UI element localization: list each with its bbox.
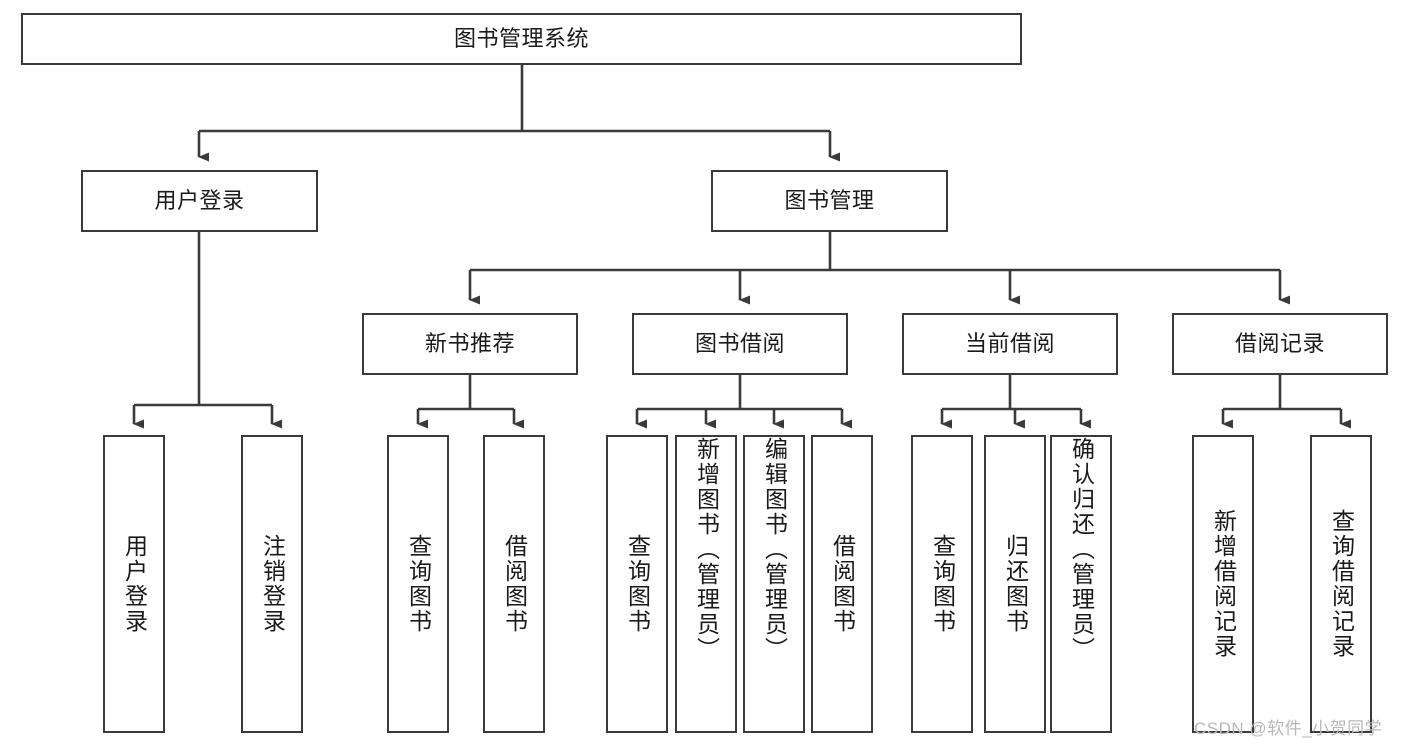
node-new-book-recommend[interactable]: 新书推荐 <box>362 313 578 375</box>
node-current-borrow[interactable]: 当前借阅 <box>902 313 1118 375</box>
node-label: 新书推荐 <box>424 331 515 357</box>
node-label: 归还图书 <box>1002 534 1029 634</box>
node-leaf-query-book-2[interactable]: 查询图书 <box>606 435 668 733</box>
node-label: 编辑图书（管理员） <box>761 437 788 662</box>
node-label: 用户登录 <box>121 534 148 634</box>
node-leaf-logout-login[interactable]: 注销登录 <box>241 435 303 733</box>
node-root-system[interactable]: 图书管理系统 <box>21 13 1022 65</box>
node-leaf-add-borrow-record[interactable]: 新增借阅记录 <box>1192 435 1254 733</box>
node-leaf-edit-book-admin[interactable]: 编辑图书（管理员） <box>743 435 805 733</box>
csdn-watermark: CSDN @软件_小贺同学 <box>1194 719 1383 738</box>
node-label: 图书管理 <box>784 188 875 214</box>
node-leaf-query-borrow-record[interactable]: 查询借阅记录 <box>1310 435 1372 733</box>
node-label: 查询图书 <box>405 534 432 634</box>
node-label: 图书管理系统 <box>453 26 589 52</box>
node-leaf-user-login[interactable]: 用户登录 <box>103 435 165 733</box>
node-label: 确认归还（管理员） <box>1068 437 1095 662</box>
node-leaf-query-book-1[interactable]: 查询图书 <box>387 435 449 733</box>
node-leaf-borrow-book-2[interactable]: 借阅图书 <box>811 435 873 733</box>
node-label: 新增图书（管理员） <box>693 437 720 662</box>
node-label: 查询图书 <box>929 534 956 634</box>
node-label: 图书借阅 <box>694 331 785 357</box>
node-label: 新增借阅记录 <box>1210 509 1237 659</box>
node-book-management[interactable]: 图书管理 <box>711 170 948 232</box>
node-book-borrow[interactable]: 图书借阅 <box>632 313 848 375</box>
node-label: 用户登录 <box>154 188 245 214</box>
node-leaf-return-book[interactable]: 归还图书 <box>984 435 1046 733</box>
node-label: 借阅图书 <box>829 534 856 634</box>
node-label: 当前借阅 <box>964 331 1055 357</box>
node-leaf-add-book-admin[interactable]: 新增图书（管理员） <box>675 435 737 733</box>
node-label: 查询图书 <box>624 534 651 634</box>
node-label: 查询借阅记录 <box>1328 509 1355 659</box>
node-label: 注销登录 <box>259 534 286 634</box>
node-leaf-confirm-return-admin[interactable]: 确认归还（管理员） <box>1050 435 1112 733</box>
node-label: 借阅图书 <box>501 534 528 634</box>
node-borrow-record[interactable]: 借阅记录 <box>1172 313 1388 375</box>
node-leaf-query-book-3[interactable]: 查询图书 <box>911 435 973 733</box>
node-label: 借阅记录 <box>1234 331 1325 357</box>
node-leaf-borrow-book-1[interactable]: 借阅图书 <box>483 435 545 733</box>
node-user-login[interactable]: 用户登录 <box>81 170 318 232</box>
